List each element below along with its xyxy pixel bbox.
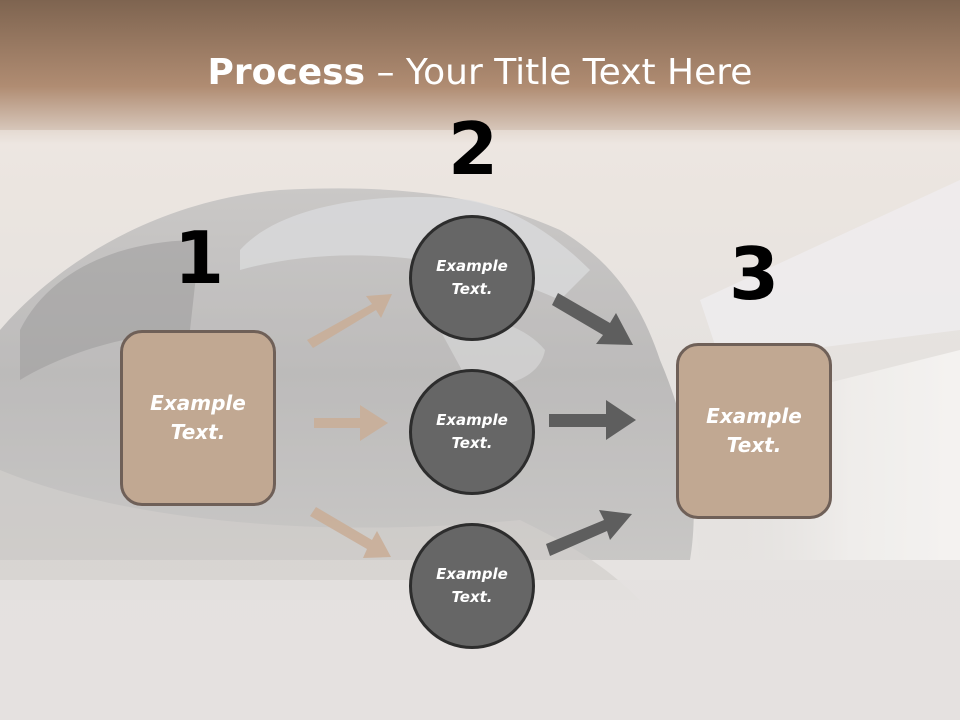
arrow-right-left [314,405,388,441]
step-number-2: 2 [447,107,499,191]
circle-top: Example Text. [409,215,535,341]
step-number-1: 1 [173,216,225,300]
right-box-label: Example Text. [706,404,802,457]
circle-middle: Example Text. [409,369,535,495]
circle-bottom-label: Example Text. [436,565,508,606]
circle-top-label: Example Text. [436,257,508,298]
arrow-right-right [549,400,636,440]
step-number-3: 3 [728,232,780,316]
title-bold: Process [207,52,366,93]
left-box-label: Example Text. [150,391,246,444]
arrow-down-right-right [552,293,633,345]
arrow-down-right-left [310,507,391,558]
arrow-up-right-left [307,294,392,348]
right-box: Example Text. [676,343,832,519]
title-rest: – Your Title Text Here [365,52,753,93]
circle-middle-label: Example Text. [436,411,508,452]
left-box: Example Text. [120,330,276,506]
circle-bottom: Example Text. [409,523,535,649]
arrow-up-right-right [546,510,632,556]
slide-title: Process – Your Title Text Here [0,52,960,93]
